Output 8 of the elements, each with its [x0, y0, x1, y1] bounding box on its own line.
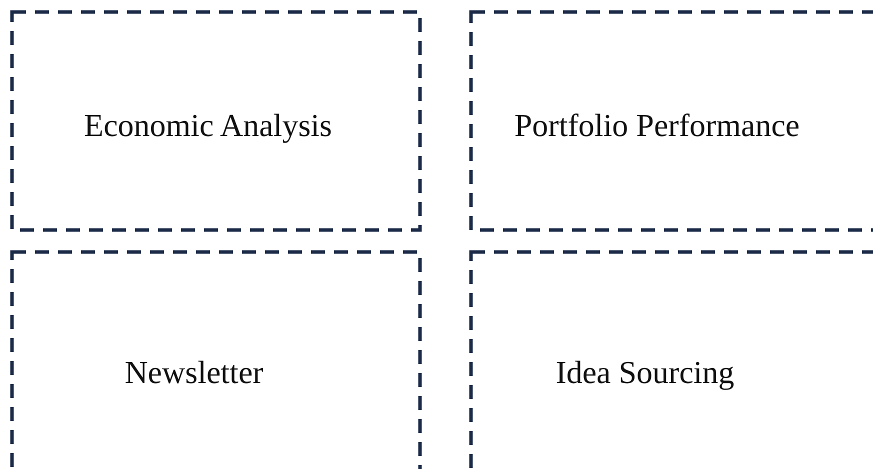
dashed-box	[471, 252, 873, 469]
dashed-box	[12, 252, 420, 469]
box-label: Portfolio Performance	[514, 106, 800, 144]
box-label: Idea Sourcing	[556, 354, 734, 390]
dashed-box	[12, 12, 420, 230]
box-label: Economic Analysis	[84, 106, 332, 144]
dashed-box	[471, 12, 873, 230]
box-label: Newsletter	[124, 354, 264, 390]
